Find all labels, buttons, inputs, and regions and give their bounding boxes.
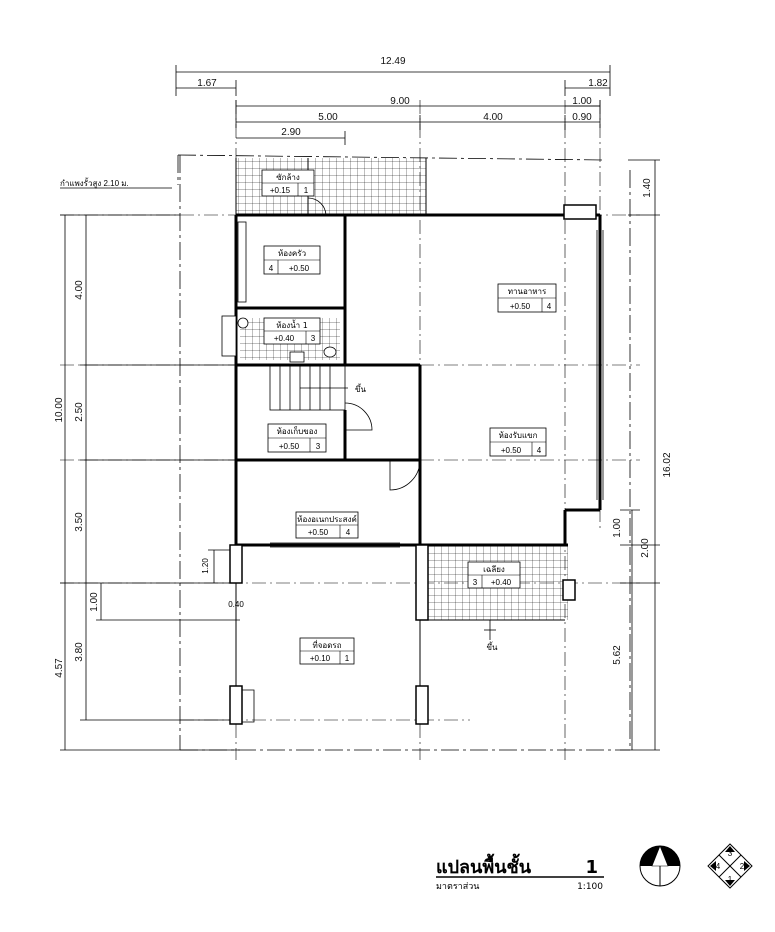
room-name: ที่จอดรถ	[312, 639, 341, 650]
dim-right-offset: 1.82	[588, 78, 608, 89]
room-name: ซักล้าง	[276, 173, 300, 182]
fence-wall-note: กำแพงรั้วสูง 2.10 ม.	[60, 177, 129, 189]
dim-left-e: 1.00	[89, 592, 100, 612]
bathroom-fixtures	[221, 315, 337, 363]
room-num: 4	[547, 302, 552, 311]
room-level: +0.10	[310, 654, 331, 663]
stair	[269, 364, 348, 411]
room-level: +0.50	[289, 264, 310, 273]
room-level: +0.40	[491, 578, 512, 587]
dim-right-2: 0.90	[572, 112, 592, 123]
dim-right-low: 5.62	[612, 645, 623, 665]
room-name: ห้องน้ำ 1	[276, 319, 308, 330]
key-n3: 3	[728, 849, 733, 858]
room-parking: ที่จอดรถ +0.10 1	[299, 637, 355, 665]
room-storage: ห้องเก็บของ +0.50 3	[267, 423, 327, 453]
dim-left-a: 4.00	[74, 280, 85, 300]
drawing-title: แปลนพื้นชั้น	[436, 853, 532, 878]
columns	[229, 204, 597, 725]
dim-span-left: 5.00	[318, 112, 338, 123]
property-boundary	[177, 154, 631, 751]
dim-span-right: 4.00	[483, 112, 503, 123]
room-num: 4	[346, 528, 351, 537]
room-name: ห้องรับแขก	[499, 431, 538, 440]
room-name: ห้องครัว	[278, 249, 306, 258]
room-name: ห้องอเนกประสงค์	[297, 514, 357, 524]
dim-right-top: 1.40	[642, 178, 653, 198]
dim-left-offset: 1.67	[197, 78, 217, 89]
north-arrow-icon	[639, 845, 681, 887]
room-kitchen: ห้องครัว 4 +0.50	[263, 245, 321, 275]
dim-kitchen-width: 2.90	[281, 127, 301, 138]
room-name: ห้องเก็บของ	[277, 426, 318, 436]
room-bathroom: ห้องน้ำ 1 +0.40 3	[263, 317, 321, 345]
room-level: +0.50	[501, 446, 522, 455]
room-terrace: เฉลียง 3 +0.40	[467, 561, 521, 589]
stair-up-label: ขึ้น	[355, 383, 366, 394]
room-num: 3	[311, 334, 316, 343]
room-level: +0.50	[510, 302, 531, 311]
windows	[270, 230, 604, 548]
room-multi-purpose: ห้องอเนกประสงค์ +0.50 4	[295, 511, 359, 539]
right-dimensions	[620, 159, 660, 751]
dim-left-d: 3.80	[74, 642, 85, 662]
room-level: +0.15	[270, 186, 291, 195]
dim-right-mid1: 1.00	[612, 518, 623, 538]
dim-right-total: 16.02	[662, 452, 673, 477]
dim-overall-width: 12.49	[380, 56, 405, 67]
room-living: ห้องรับแขก +0.50 4	[489, 427, 547, 457]
room-level: +0.50	[308, 528, 329, 537]
doors	[307, 197, 421, 491]
terrace-up-label: ขึ้น	[487, 641, 498, 652]
room-name: ทานอาหาร	[508, 287, 547, 296]
dim-left-b: 2.50	[74, 402, 85, 422]
terrace-step	[484, 620, 496, 640]
room-level: +0.40	[274, 334, 295, 343]
dim-small-120: 1.20	[201, 558, 210, 574]
dim-left-lower: 4.57	[54, 658, 65, 678]
key-plan-icon: 3 2 4 1	[707, 843, 753, 889]
dim-main-width: 9.00	[390, 96, 410, 107]
dim-left-total: 10.00	[54, 397, 65, 422]
room-num: 1	[304, 186, 309, 195]
title-block: แปลนพื้นชั้น 1 มาตราส่วน 1:100	[436, 853, 604, 892]
key-n1: 1	[728, 875, 733, 884]
room-num: 4	[537, 446, 542, 455]
room-dining: ทานอาหาร +0.50 4	[497, 283, 557, 313]
key-n4: 4	[716, 862, 721, 871]
dim-right-1: 1.00	[572, 96, 592, 107]
drawing-number: 1	[585, 857, 598, 878]
kitchen-counter	[237, 221, 247, 303]
key-n2: 2	[740, 862, 745, 871]
room-num: 1	[345, 654, 350, 663]
dim-left-c: 3.50	[74, 512, 85, 532]
room-num: 3	[473, 578, 478, 587]
scale-label: มาตราส่วน	[436, 882, 479, 892]
room-laundry: ซักล้าง +0.15 1	[261, 169, 315, 197]
room-level: +0.50	[279, 442, 300, 451]
parking-gate	[242, 689, 255, 723]
room-num: 4	[269, 264, 274, 273]
scale-value: 1:100	[577, 882, 603, 892]
room-num: 3	[316, 442, 321, 451]
walls	[234, 213, 602, 547]
room-name: เฉลียง	[483, 565, 505, 574]
dim-right-mid2: 2.00	[640, 538, 651, 558]
left-dimensions	[60, 214, 240, 751]
